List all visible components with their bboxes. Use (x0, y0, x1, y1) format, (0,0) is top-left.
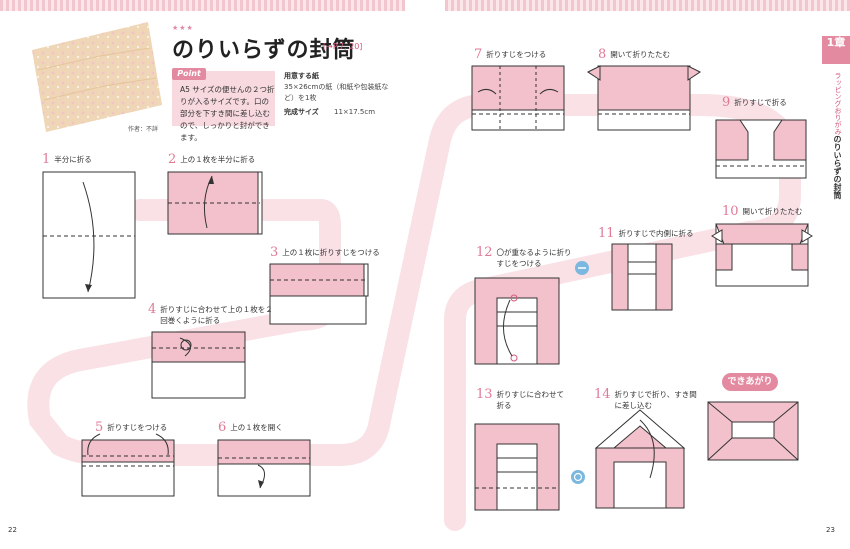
diagram-step-13 (474, 423, 560, 511)
point-text: A5 サイズの便せんの２つ折りが入るサイズです。口の部分を下すき間に差し込むので… (180, 85, 275, 142)
finished-badge: できあがり (722, 373, 778, 391)
step-10-label: 10 開いて折りたたむ (722, 205, 802, 218)
step-number: 5 (95, 420, 104, 435)
step-text: 開いて折りたたむ (610, 50, 671, 59)
header-stripe-right (445, 0, 850, 11)
step-12-label: 12 〇が重なるように折りすじをつける (476, 246, 576, 269)
step-number: 10 (722, 204, 739, 219)
step-number: 12 (476, 245, 493, 260)
diagram-step-8 (587, 65, 701, 131)
diagram-step-1 (42, 171, 136, 299)
step-text: 折りすじに合わせて上の１枚を２回巻くように折る (160, 305, 273, 325)
envelope-photo (32, 22, 162, 132)
step-8-label: 8 開いて折りたたむ (598, 48, 670, 61)
step-text: 開いて折りたたむ (742, 207, 803, 216)
materials-value: 35×26cmの紙（和紙や包装紙など）を1枚 (284, 83, 389, 102)
diagram-step-7 (471, 65, 565, 131)
diagram-step-5 (81, 433, 175, 497)
diagram-step-10 (711, 223, 813, 287)
step-number: 4 (148, 302, 157, 317)
step-text: 折りすじで折り、すき間に差し込む (614, 390, 697, 410)
diagram-step-6 (217, 439, 311, 497)
step-text: 上の１枚を半分に折る (180, 155, 256, 164)
diagram-step-4 (151, 331, 246, 399)
step-number: 14 (594, 387, 611, 402)
diagram-step-11 (611, 243, 673, 311)
step-number: 1 (42, 152, 51, 167)
step-number: 7 (474, 47, 483, 62)
size-value: 11×17.5cm (334, 108, 376, 116)
step-text: 上の１枚に折りすじをつける (282, 248, 380, 257)
step-text: 折りすじをつける (107, 423, 168, 432)
step-text: 折りすじをつける (486, 50, 547, 59)
step-number: 3 (270, 245, 279, 260)
page-number-left: 22 (8, 526, 17, 534)
diagram-step-9 (715, 119, 807, 179)
step-2-label: 2 上の１枚を半分に折る (168, 153, 255, 166)
step-14-label: 14 折りすじで折り、すき間に差し込む (594, 388, 704, 411)
page-number-right: 23 (826, 526, 835, 534)
step-text: 折りすじで内側に折る (618, 229, 694, 238)
chapter-subtitle: ラッピングおりがみ (834, 72, 842, 135)
diagram-step-12 (474, 277, 560, 365)
credit: 作者：不詳 (128, 126, 159, 133)
diagram-finished (707, 401, 799, 461)
step-number: 8 (598, 47, 607, 62)
step-4-label: 4 折りすじに合わせて上の１枚を２回巻くように折る (148, 303, 273, 326)
chapter-tab: 1章 (822, 36, 850, 64)
step-text: 半分に折る (54, 155, 92, 164)
step-text: 折りすじで折る (734, 98, 787, 107)
size-label: 完成サイズ (284, 108, 319, 116)
step-9-label: 9 折りすじで折る (722, 96, 787, 109)
step-7-label: 7 折りすじをつける (474, 48, 546, 61)
step-number: 11 (598, 226, 615, 241)
rotate-icon-2 (571, 470, 585, 484)
step-number: 6 (218, 420, 227, 435)
diagram-step-14 (594, 409, 686, 509)
step-text: 上の１枚を開く (230, 423, 283, 432)
point-box (172, 71, 275, 126)
step-text: 〇が重なるように折りすじをつける (496, 248, 572, 268)
page-title: のりいらずの封筒 (172, 38, 356, 63)
point-label: Point (172, 68, 206, 80)
rotate-icon-1 (575, 261, 589, 275)
step-text: 折りすじに合わせて折る (496, 390, 565, 410)
step-6-label: 6 上の１枚を開く (218, 421, 283, 434)
materials-label: 用意する紙 (284, 72, 319, 80)
header-stripe-left (0, 0, 405, 11)
step-13-label: 13 折りすじに合わせて折る (476, 388, 566, 411)
difficulty-stars: ★★★ (172, 24, 194, 32)
step-number: 9 (722, 95, 731, 110)
step-11-label: 11 折りすじで内側に折る (598, 227, 694, 240)
step-5-label: 5 折りすじをつける (95, 421, 167, 434)
page-reference: [→P.7, 20] (323, 42, 363, 51)
chapter-item-title: のりいらずの封筒 (833, 135, 842, 199)
step-number: 13 (476, 387, 493, 402)
diagram-step-3 (269, 263, 369, 325)
step-3-label: 3 上の１枚に折りすじをつける (270, 246, 380, 259)
step-1-label: 1 半分に折る (42, 153, 92, 166)
diagram-step-2 (167, 171, 263, 235)
step-number: 2 (168, 152, 177, 167)
